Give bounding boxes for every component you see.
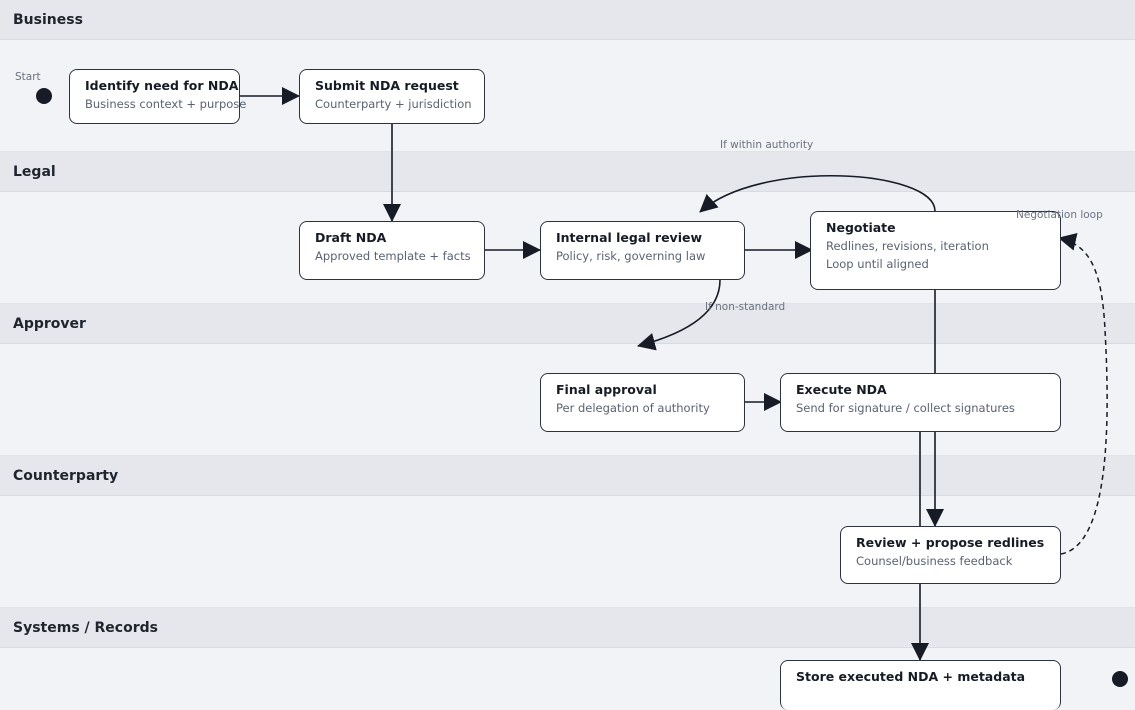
node-title: Review + propose redlines [856,535,1045,550]
edge-label-within-authority: If within authority [720,139,814,151]
node-draft-nda[interactable]: Draft NDA Approved template + facts [299,221,485,280]
lane-title: Approver [13,316,86,332]
node-subtitle: Counterparty + jurisdiction [315,97,472,111]
node-final-approval[interactable]: Final approval Per delegation of authori… [540,373,745,432]
start-label: Start [15,71,41,83]
node-title: Store executed NDA + metadata [796,669,1026,684]
node-title: Identify need for NDA [85,78,239,93]
node-title: Internal legal review [556,230,703,245]
node-title: Negotiate [826,220,896,235]
node-subtitle: Policy, risk, governing law [556,249,706,263]
node-subtitle-2: Loop until aligned [826,257,929,271]
lane-header-approver: Approver [0,304,1135,344]
node-negotiate[interactable]: Negotiate Redlines, revisions, iteration… [810,211,1061,290]
edge-label-negotiation-loop: Negotiation loop [1016,209,1103,221]
node-review-propose-redlines[interactable]: Review + propose redlines Counsel/busine… [840,526,1061,584]
node-subtitle: Send for signature / collect signatures [796,401,1015,415]
lane-header-counterparty: Counterparty [0,456,1135,496]
lane-header-business: Business [0,0,1135,40]
node-title: Submit NDA request [315,78,459,93]
lane-title: Counterparty [13,468,119,484]
node-subtitle: Per delegation of authority [556,401,710,415]
lane-title: Business [13,12,83,28]
node-identify-need[interactable]: Identify need for NDA Business context +… [69,69,247,124]
lane-title: Legal [13,164,56,180]
lane-header-systems: Systems / Records [0,608,1135,648]
node-title: Final approval [556,382,657,397]
node-store-executed-nda[interactable]: Store executed NDA + metadata [780,660,1061,710]
node-title: Execute NDA [796,382,887,397]
lane-header-legal: Legal [0,152,1135,192]
edge-label-non-standard: If non-standard [705,301,786,313]
node-subtitle: Approved template + facts [315,249,471,263]
node-subtitle: Business context + purpose [85,97,247,111]
node-execute-nda[interactable]: Execute NDA Send for signature / collect… [780,373,1061,432]
node-internal-legal-review[interactable]: Internal legal review Policy, risk, gove… [540,221,745,280]
node-title: Draft NDA [315,230,387,245]
node-subtitle: Counsel/business feedback [856,554,1013,568]
lane-title: Systems / Records [13,620,158,636]
node-subtitle: Redlines, revisions, iteration [826,239,989,253]
node-submit-request[interactable]: Submit NDA request Counterparty + jurisd… [299,69,485,124]
